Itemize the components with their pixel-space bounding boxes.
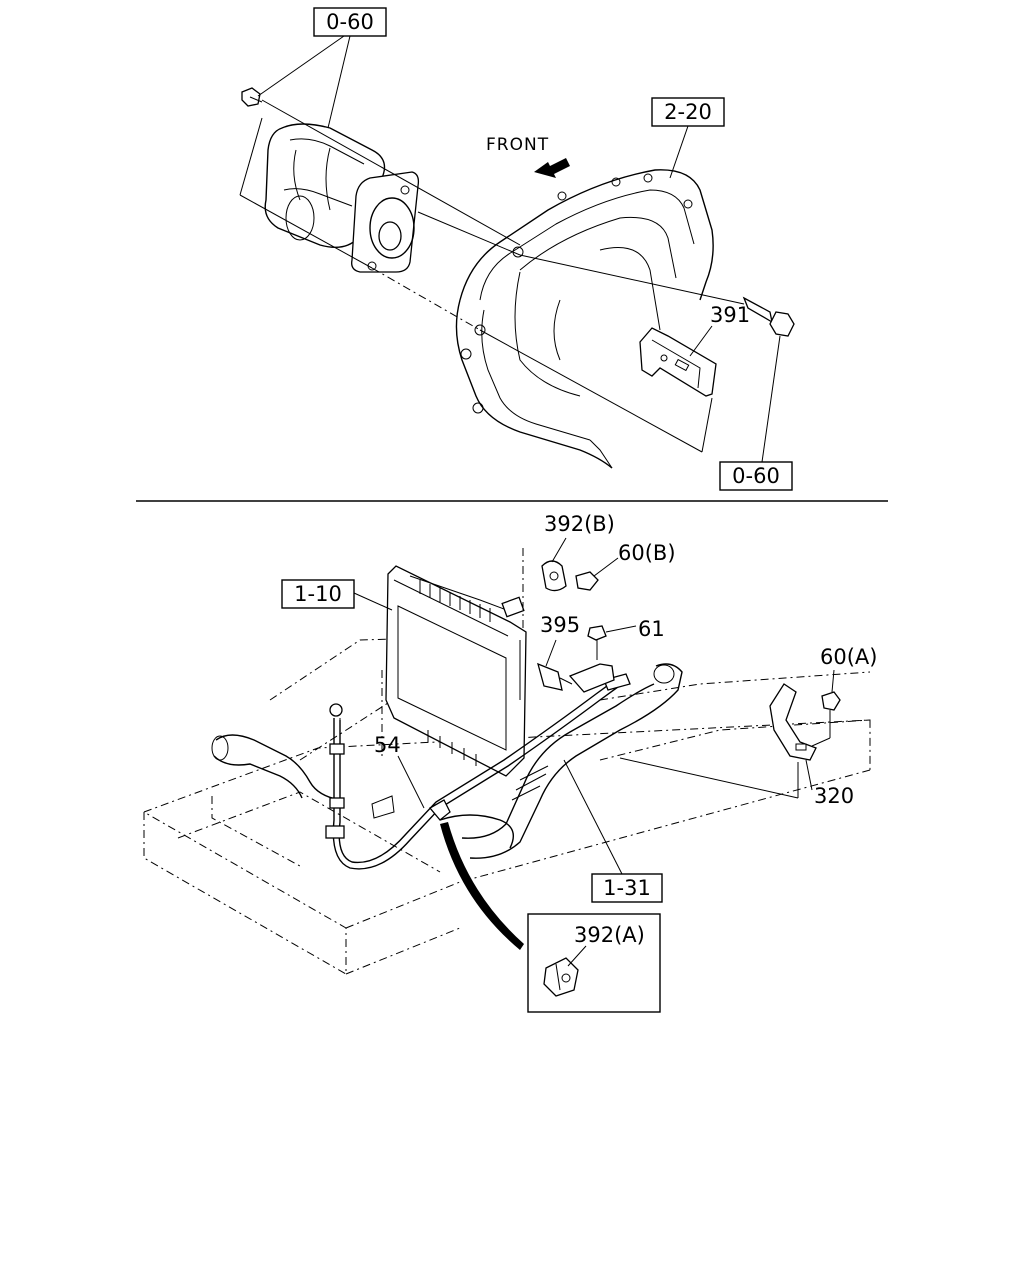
- front-arrow-icon: [534, 158, 570, 178]
- bracket-icon: [639, 327, 717, 397]
- clip-icon: [371, 795, 451, 821]
- bolt-icon: [821, 691, 841, 724]
- starter-motor-icon: [264, 123, 420, 273]
- radiator-icon: [385, 565, 527, 777]
- part-54-label: 54: [374, 733, 401, 757]
- cable-54: [325, 673, 631, 870]
- ref-box-0-60-bottom: [719, 461, 793, 491]
- ref-box-1-31: [591, 873, 663, 903]
- vehicle-frame: [143, 635, 871, 975]
- front-label: FRONT: [486, 135, 549, 155]
- ref-box-1-10: [281, 579, 355, 609]
- detail-inset: [527, 913, 661, 1013]
- part-320-label: 320: [814, 784, 854, 808]
- part-61-label: 61: [638, 617, 665, 641]
- transmission-housing-icon: [455, 169, 714, 469]
- hoses: [211, 663, 683, 859]
- clip-icon: [543, 957, 579, 997]
- bolt-icon: [587, 625, 607, 660]
- clip-icon: [541, 560, 567, 592]
- ref-box-0-60-top: [313, 7, 387, 37]
- bolt-icon: [241, 87, 263, 107]
- ref-0-60-bottom-label: 0-60: [732, 464, 780, 488]
- ref-0-60-top-label: 0-60: [326, 10, 374, 34]
- part-391-label: 391: [710, 303, 750, 327]
- bolt-icon: [742, 296, 795, 337]
- part-60a-label: 60(A): [820, 645, 877, 669]
- part-392a-label: 392(A): [574, 923, 645, 947]
- ref-2-20-label: 2-20: [664, 100, 712, 124]
- ref-1-31-label: 1-31: [603, 876, 651, 900]
- bolt-icon: [575, 571, 599, 591]
- bracket-icon: [537, 662, 615, 693]
- part-395-label: 395: [540, 613, 580, 637]
- ref-box-2-20: [651, 97, 725, 127]
- part-392b-label: 392(B): [544, 512, 615, 536]
- bracket-icon: [769, 683, 817, 761]
- ref-1-10-label: 1-10: [294, 582, 342, 606]
- top-assembly: 0-60 2-20 FRONT 391 0-60: [239, 7, 795, 491]
- bottom-assembly: 392(B) 60(B) 1-10 395 61 60(A) 54 320 1-…: [143, 512, 877, 1013]
- part-60b-label: 60(B): [618, 541, 676, 565]
